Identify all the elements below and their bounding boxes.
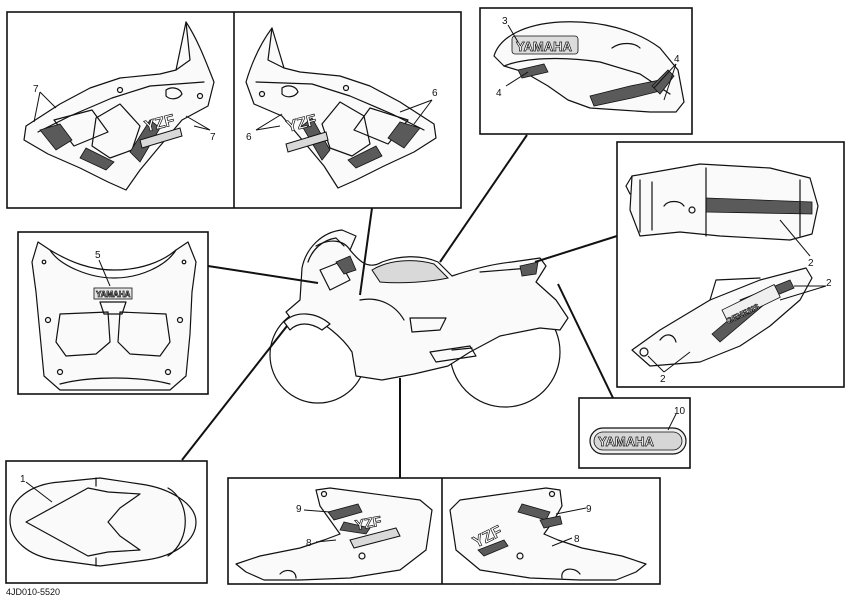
leader-lines — [181, 134, 618, 478]
part-number-8a: 8 — [306, 538, 312, 549]
front-fender — [283, 313, 331, 331]
rear-model-logo: YZF — [354, 513, 383, 533]
seat-cowl-top — [625, 163, 819, 241]
part-number-1: 1 — [20, 474, 26, 485]
part-number-5: 5 — [95, 250, 101, 261]
front-fender-top — [9, 477, 197, 567]
part-number-2b: 2 — [826, 278, 832, 289]
right-rear-side-cover: YZF — [449, 487, 647, 581]
motorcycle-overview — [269, 229, 569, 408]
part-number-6a: 6 — [432, 88, 438, 99]
tank-logo: YAMAHA — [516, 39, 572, 54]
emblem-logo: YAMAHA — [598, 434, 654, 449]
part-number-9a: 9 — [296, 504, 302, 515]
motorcycle-body — [285, 229, 569, 381]
front-cowl: YAMAHA — [31, 241, 197, 391]
yamaha-emblem: YAMAHA — [589, 427, 687, 455]
part-number-2a: 2 — [808, 258, 814, 269]
motorcycle-seat — [371, 260, 449, 284]
part-number-8b: 8 — [574, 534, 580, 545]
seat-cowl-side: GENESIS — [631, 267, 813, 367]
part-number-6b: 6 — [246, 132, 252, 143]
right-side-fairing: YZF — [245, 27, 437, 189]
part-number-4a: 4 — [496, 88, 502, 99]
figure-code: 4JD010-5520 — [6, 587, 60, 597]
windshield-logo: YAMAHA — [96, 290, 131, 299]
part-number-7b: 7 — [210, 132, 216, 143]
left-rear-side-cover: YZF — [235, 487, 433, 581]
part-number-3: 3 — [502, 16, 508, 27]
fuel-tank: YAMAHA — [493, 21, 685, 113]
left-side-fairing: YZF — [23, 21, 215, 191]
part-number-10: 10 — [674, 406, 686, 417]
part-number-9b: 9 — [586, 504, 592, 515]
part-number-7a: 7 — [33, 84, 39, 95]
part-number-4b: 4 — [674, 54, 680, 65]
part-number-2c: 2 — [660, 374, 666, 385]
